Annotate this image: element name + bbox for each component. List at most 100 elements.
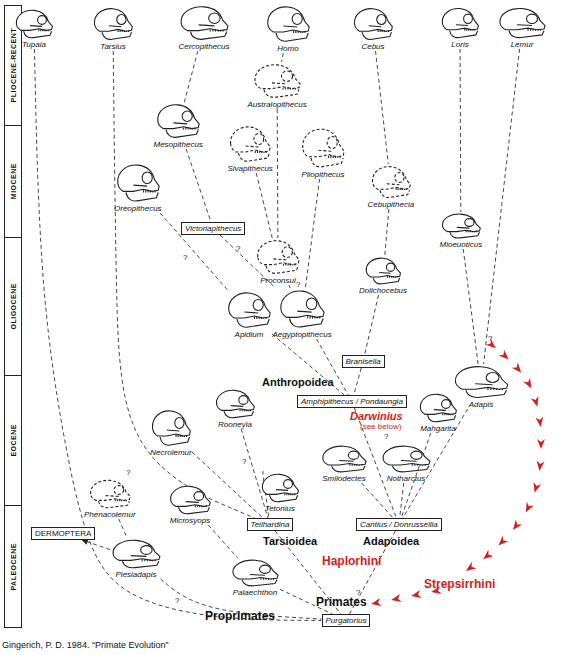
- lineage-line: [282, 53, 284, 62]
- skull-drawing: [88, 478, 132, 510]
- question-mark: ?: [175, 596, 179, 605]
- skull-part: [509, 31, 544, 38]
- clade-label: Adapoidea: [363, 535, 419, 547]
- clade-label: Proprimates: [205, 609, 275, 623]
- taxon-skull: Smilodectes: [320, 444, 368, 483]
- skull-part: [231, 127, 271, 152]
- genus-name: Aegyptopithecus: [273, 330, 332, 339]
- skull-part: [420, 394, 456, 414]
- genus-name: Loris: [451, 40, 468, 49]
- skull-part: [285, 493, 295, 495]
- skull-part: [105, 495, 118, 497]
- taxon-skull: Mahgarita: [418, 392, 458, 433]
- boxed-name: DERMOPTERA: [35, 528, 91, 539]
- skull-part: [372, 167, 410, 190]
- skull-outline: [181, 7, 228, 40]
- skull-part: [350, 464, 362, 466]
- skull-drawing: [230, 558, 280, 588]
- timescale-band: MIOCENE: [4, 125, 22, 238]
- skull-drawing: [92, 6, 134, 42]
- skull-orbit: [292, 14, 302, 25]
- lineage-line: [184, 51, 197, 102]
- clade-label: Haplorhini: [322, 554, 381, 568]
- lineage-line: [484, 49, 520, 364]
- skull-drawing: [418, 392, 458, 424]
- skull-drawing: [178, 4, 230, 42]
- genus-name: Australopithecus: [248, 100, 307, 109]
- boxed-name: Cantius / Donrussellia: [360, 519, 438, 530]
- skull-drawing: [320, 444, 368, 474]
- taxon-box: Purgatorius: [322, 614, 371, 627]
- skull-part: [174, 122, 188, 124]
- skull-part: [117, 165, 158, 191]
- skull-part: [158, 105, 199, 129]
- taxon-skull: Rooneyia: [214, 388, 256, 429]
- skull-part: [242, 580, 277, 586]
- skull-outline: [281, 291, 324, 327]
- taxon-skull: Cebupithecia: [368, 164, 415, 209]
- skull-part: [24, 31, 52, 38]
- genus-name: Tarsius: [100, 42, 126, 51]
- skull-part: [450, 31, 478, 38]
- skull-orbit: [182, 111, 192, 121]
- skull-part: [392, 466, 428, 472]
- skull-part: [239, 153, 270, 161]
- genus-name: Lemur: [511, 40, 534, 49]
- skull-part: [94, 9, 132, 32]
- skull-orbit: [209, 13, 220, 23]
- skull-part: [284, 263, 296, 265]
- skull-outline: [171, 486, 211, 513]
- skull-part: [466, 390, 507, 397]
- taxon-skull: Notharctus: [380, 444, 432, 483]
- genus-name: Necrolemur: [150, 448, 191, 457]
- lineage-line: [385, 209, 389, 256]
- skull-drawing: [150, 408, 192, 448]
- timescale-band: PALEOCENE: [4, 505, 22, 628]
- skull-drawing: [110, 538, 162, 570]
- skull-drawing: [255, 238, 301, 276]
- skull-part: [258, 241, 299, 265]
- skull-part: [362, 32, 391, 39]
- genus-name: Cebupithecia: [368, 200, 415, 209]
- taxon-skull: Oreopithecus: [114, 162, 162, 213]
- skull-part: [290, 318, 324, 327]
- skull-part: [283, 87, 296, 89]
- taxon-skull: Plesiadapis: [110, 538, 162, 579]
- skull-part: [118, 30, 129, 32]
- boxed-name: Teilhardina: [251, 519, 290, 530]
- clade-label: Darwinius: [350, 410, 403, 422]
- taxon-skull: Necrolemur: [150, 408, 192, 457]
- skull-orbit: [141, 546, 152, 555]
- skull-part: [517, 24, 532, 26]
- skull-orbit: [175, 418, 184, 429]
- skull-part: [246, 146, 259, 147]
- skull-part: [176, 435, 187, 438]
- genus-name: Phenacolemur: [84, 510, 136, 519]
- genus-name: Cercopithecus: [178, 42, 229, 51]
- question-mark: ?: [183, 253, 187, 262]
- skull-outline: [442, 8, 478, 37]
- skull-part: [401, 460, 417, 462]
- skull-part: [113, 540, 160, 560]
- skull-part: [311, 158, 343, 167]
- skull-part: [250, 574, 265, 576]
- skull-part: [475, 383, 492, 385]
- skull-part: [412, 464, 425, 466]
- lineage-line: [354, 368, 362, 395]
- skull-outline: [152, 411, 190, 445]
- question-mark: ?: [242, 457, 246, 466]
- taxon-skull: Loris: [440, 6, 480, 49]
- skull-part: [231, 405, 244, 407]
- skull-drawing: [260, 472, 300, 504]
- skull-outline: [268, 7, 309, 41]
- genus-name: Apidium: [235, 330, 264, 339]
- lineage-line: [400, 483, 404, 518]
- taxon-box: Victoriapithecus: [181, 222, 245, 235]
- taxon-skull: Adapis: [452, 364, 510, 409]
- epoch-label: MIOCENE: [10, 163, 17, 199]
- skull-orbit: [348, 451, 359, 459]
- skull-part: [262, 474, 298, 494]
- taxon-skull: Australopithecus: [248, 62, 307, 109]
